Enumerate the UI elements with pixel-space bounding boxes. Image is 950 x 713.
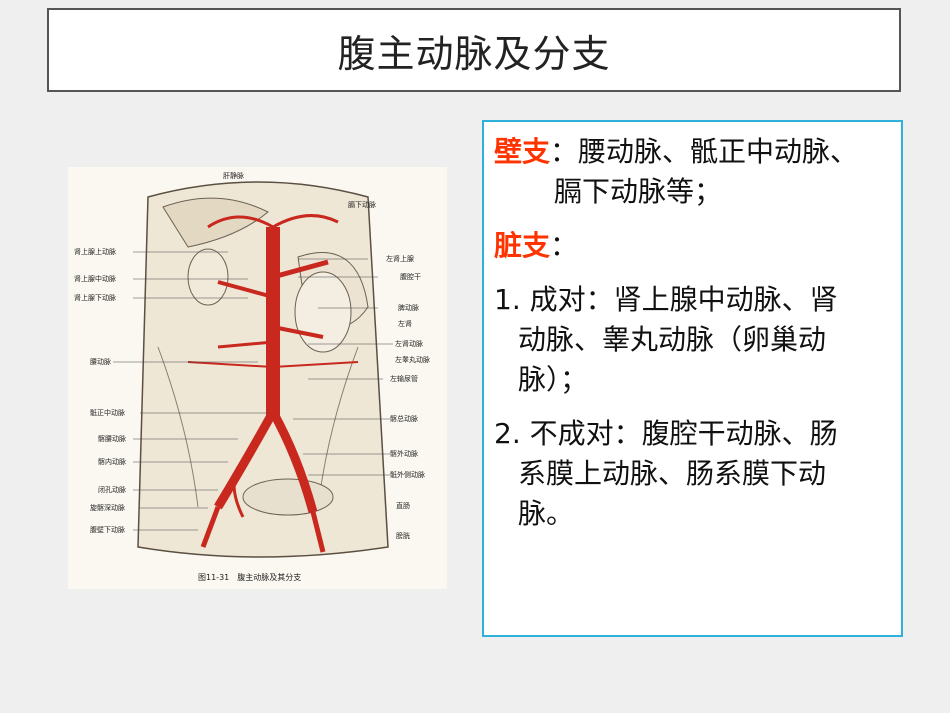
fig-label-left: 骶正中动脉 xyxy=(90,408,125,417)
item1-line2: 动脉、睾丸动脉（卵巢动 xyxy=(518,323,827,356)
right-labels: 膈下动脉 左肾上腺 腹腔干 脾动脉 左肾 左肾动脉 左睾丸动脉 左输尿管 髂总动… xyxy=(348,200,430,540)
figure-top-label: 肝静脉 xyxy=(223,171,244,180)
fig-label-right: 膈下动脉 xyxy=(348,200,376,209)
content-textbox: 壁支：腰动脉、骶正中动脉、 膈下动脉等； 脏支： 1. 成对：肾上腺中动脉、肾 … xyxy=(482,120,903,637)
fig-label-right: 直肠 xyxy=(396,501,410,510)
fig-label-right: 腹腔干 xyxy=(400,272,421,281)
fig-label-right: 骶外侧动脉 xyxy=(390,470,425,479)
fig-label-right: 左睾丸动脉 xyxy=(395,355,430,364)
item2-line2: 系膜上动脉、肠系膜下动 xyxy=(518,457,827,490)
figure-caption: 图11-31 腹主动脉及其分支 xyxy=(198,572,301,582)
anatomy-figure: 肝静脉 肾上腺上动脉 肾上腺中动脉 肾上腺下动脉 腰动脉 骶正中动脉 髂腰动脉 … xyxy=(68,167,447,589)
fig-label-right: 膀胱 xyxy=(396,531,410,540)
fig-label-left: 肾上腺上动脉 xyxy=(74,247,116,256)
fig-label-right: 髂外动脉 xyxy=(390,449,418,458)
wall-line1: ：腰动脉、骶正中动脉、 xyxy=(550,135,859,168)
item1-line1: 1. 成对：肾上腺中动脉、肾 xyxy=(494,283,838,316)
fig-label-left: 髂内动脉 xyxy=(98,457,126,466)
fig-label-left: 腹壁下动脉 xyxy=(90,525,125,534)
item1-line3: 脉）； xyxy=(518,363,589,396)
fig-label-left: 旋髂深动脉 xyxy=(90,503,125,512)
wall-line2: 膈下动脉等； xyxy=(554,175,723,208)
visceral-branches: 脏支： xyxy=(494,226,891,266)
fig-label-left: 肾上腺中动脉 xyxy=(74,274,116,283)
item2-line3: 脉。 xyxy=(518,497,575,530)
fig-label-right: 左肾上腺 xyxy=(386,254,414,263)
fig-label-right: 脾动脉 xyxy=(398,303,419,312)
wall-label: 壁支 xyxy=(494,135,551,168)
fig-label-right: 左肾 xyxy=(398,319,412,328)
fig-label-right: 左输尿管 xyxy=(390,374,418,383)
left-labels: 肾上腺上动脉 肾上腺中动脉 肾上腺下动脉 腰动脉 骶正中动脉 髂腰动脉 髂内动脉… xyxy=(74,247,126,534)
fig-label-left: 肾上腺下动脉 xyxy=(74,293,116,302)
fig-label-left: 髂腰动脉 xyxy=(98,434,126,443)
fig-label-left: 闭孔动脉 xyxy=(98,485,126,494)
page-title: 腹主动脉及分支 xyxy=(337,31,611,76)
wall-branches: 壁支：腰动脉、骶正中动脉、 xyxy=(494,132,891,172)
visceral-colon: ： xyxy=(550,229,579,262)
fig-label-right: 左肾动脉 xyxy=(395,339,423,348)
fig-label-left: 腰动脉 xyxy=(90,357,111,366)
visceral-label: 脏支 xyxy=(494,229,551,262)
title-box: 腹主动脉及分支 xyxy=(47,8,901,92)
fig-label-right: 髂总动脉 xyxy=(390,414,418,423)
item2-line1: 2. 不成对：腹腔干动脉、肠 xyxy=(494,417,838,450)
